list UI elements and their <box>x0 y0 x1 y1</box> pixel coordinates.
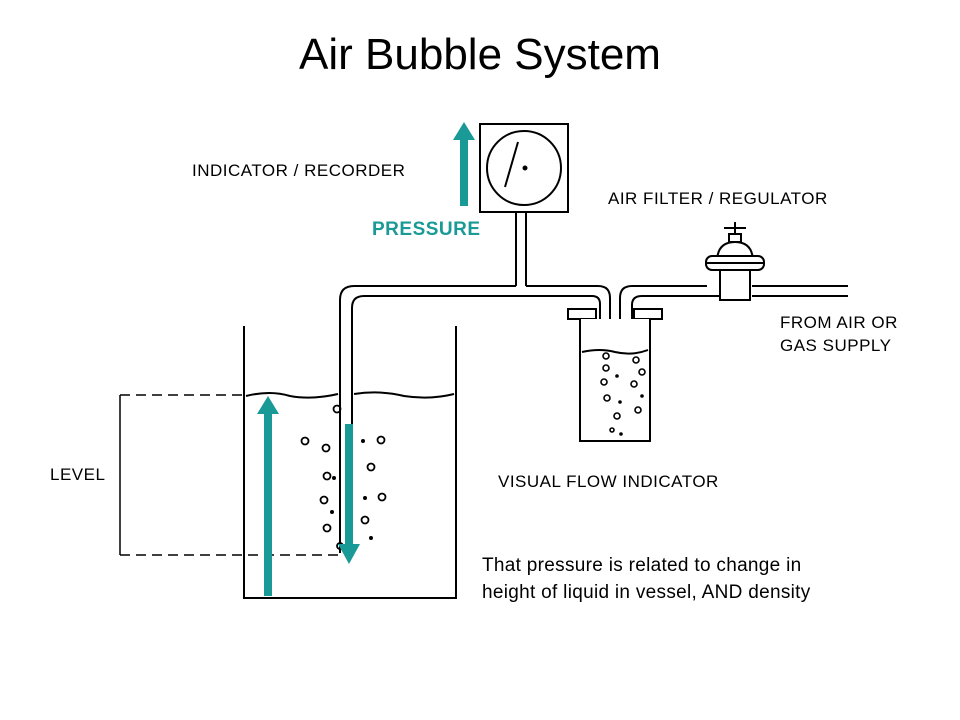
pressure-arrow-up-icon <box>453 122 475 206</box>
indicator-label: INDICATOR / RECORDER <box>192 161 405 180</box>
arrow-up-icon <box>257 396 279 596</box>
arrow-down-icon <box>338 424 360 564</box>
level-marker <box>119 394 340 556</box>
caption-line2: height of liquid in vessel, AND density <box>482 582 811 603</box>
caption-line1: That pressure is related to change in <box>482 555 802 576</box>
visual-flow-label: VISUAL FLOW INDICATOR <box>498 472 719 491</box>
vessel <box>243 326 457 599</box>
visual-flow-jar <box>567 308 663 442</box>
main-piping <box>339 285 848 553</box>
level-label: LEVEL <box>50 465 105 484</box>
page-title: Air Bubble System <box>299 30 661 79</box>
vessel-bubble-dots <box>330 439 373 540</box>
valve-icon <box>705 222 765 301</box>
indicator-tube <box>515 212 527 286</box>
supply-label-line2: GAS SUPPLY <box>780 336 891 355</box>
vessel-bubbles <box>300 404 387 550</box>
caption: That pressure is related to change in he… <box>482 552 811 606</box>
air-filter-label: AIR FILTER / REGULATOR <box>608 189 828 208</box>
supply-label-line1: FROM AIR OR <box>780 313 898 332</box>
indicator-recorder <box>479 123 569 213</box>
pressure-label: PRESSURE <box>372 219 481 240</box>
